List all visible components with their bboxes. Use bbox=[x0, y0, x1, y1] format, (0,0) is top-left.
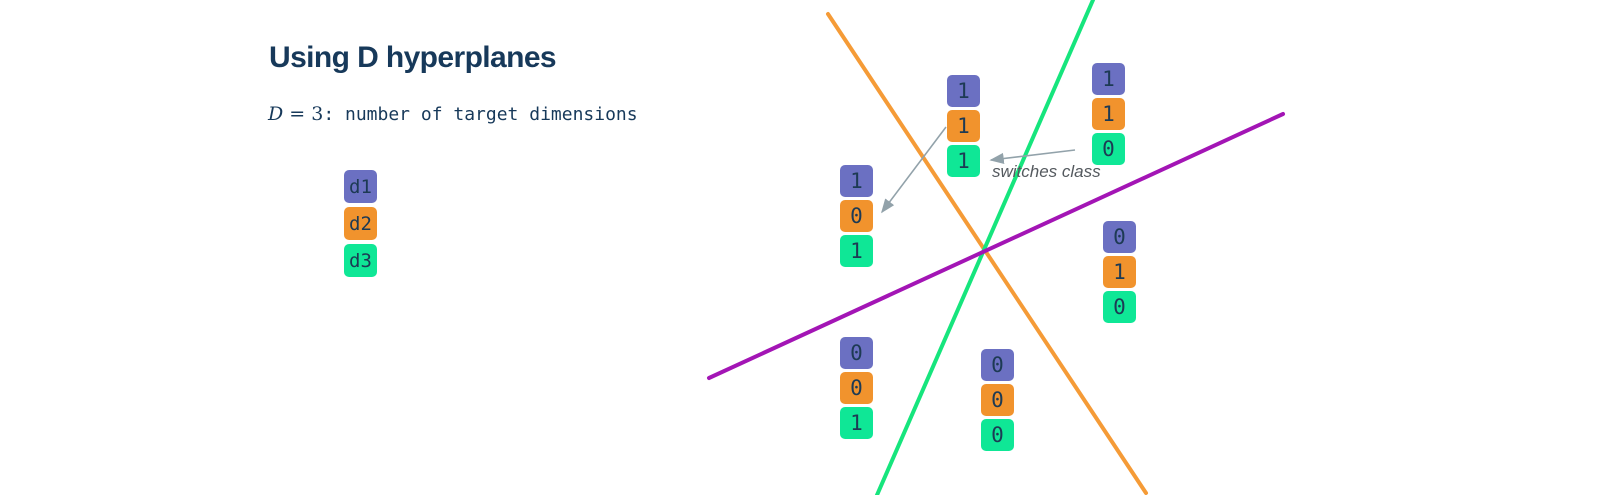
bit-d2: 1 bbox=[1092, 98, 1125, 130]
bit-d3: 1 bbox=[840, 235, 873, 267]
formula-description: : number of target dimensions bbox=[323, 104, 638, 125]
legend-item-d2: d2 bbox=[344, 207, 377, 240]
bit-d3: 1 bbox=[840, 407, 873, 439]
bit-d3: 1 bbox=[947, 145, 980, 177]
bit-d1: 1 bbox=[1092, 63, 1125, 95]
bit-d2: 1 bbox=[1103, 256, 1136, 288]
bit-d3: 0 bbox=[1103, 291, 1136, 323]
bit-d3: 0 bbox=[981, 419, 1014, 451]
purple-hyperplane bbox=[707, 112, 1285, 380]
bit-d1: 0 bbox=[840, 337, 873, 369]
formula-variable: D bbox=[268, 103, 284, 125]
green-hyperplane bbox=[875, 0, 1095, 495]
class-switch-arrow bbox=[989, 149, 1076, 165]
bit-d3: 0 bbox=[1092, 133, 1125, 165]
page-title: Using D hyperplanes bbox=[269, 41, 557, 74]
bit-d1: 0 bbox=[981, 349, 1014, 381]
bit-d1: 1 bbox=[840, 165, 873, 197]
switches-class-label: switches class bbox=[992, 162, 1101, 181]
bit-d2: 0 bbox=[840, 372, 873, 404]
legend-item-d3: d3 bbox=[344, 244, 377, 277]
bit-d2: 0 bbox=[840, 200, 873, 232]
orange-hyperplane bbox=[826, 12, 1148, 495]
legend-item-d1: d1 bbox=[344, 170, 377, 203]
bit-d1: 1 bbox=[947, 75, 980, 107]
formula-equals: = 3 bbox=[283, 103, 324, 125]
dimension-legend: d1 d2 d3 bbox=[344, 170, 377, 277]
bit-d1: 0 bbox=[1103, 221, 1136, 253]
bit-d2: 0 bbox=[981, 384, 1014, 416]
dimension-formula: D = 3: number of target dimensions bbox=[268, 103, 638, 125]
bit-switch-arrow bbox=[881, 126, 947, 214]
bit-d2: 1 bbox=[947, 110, 980, 142]
